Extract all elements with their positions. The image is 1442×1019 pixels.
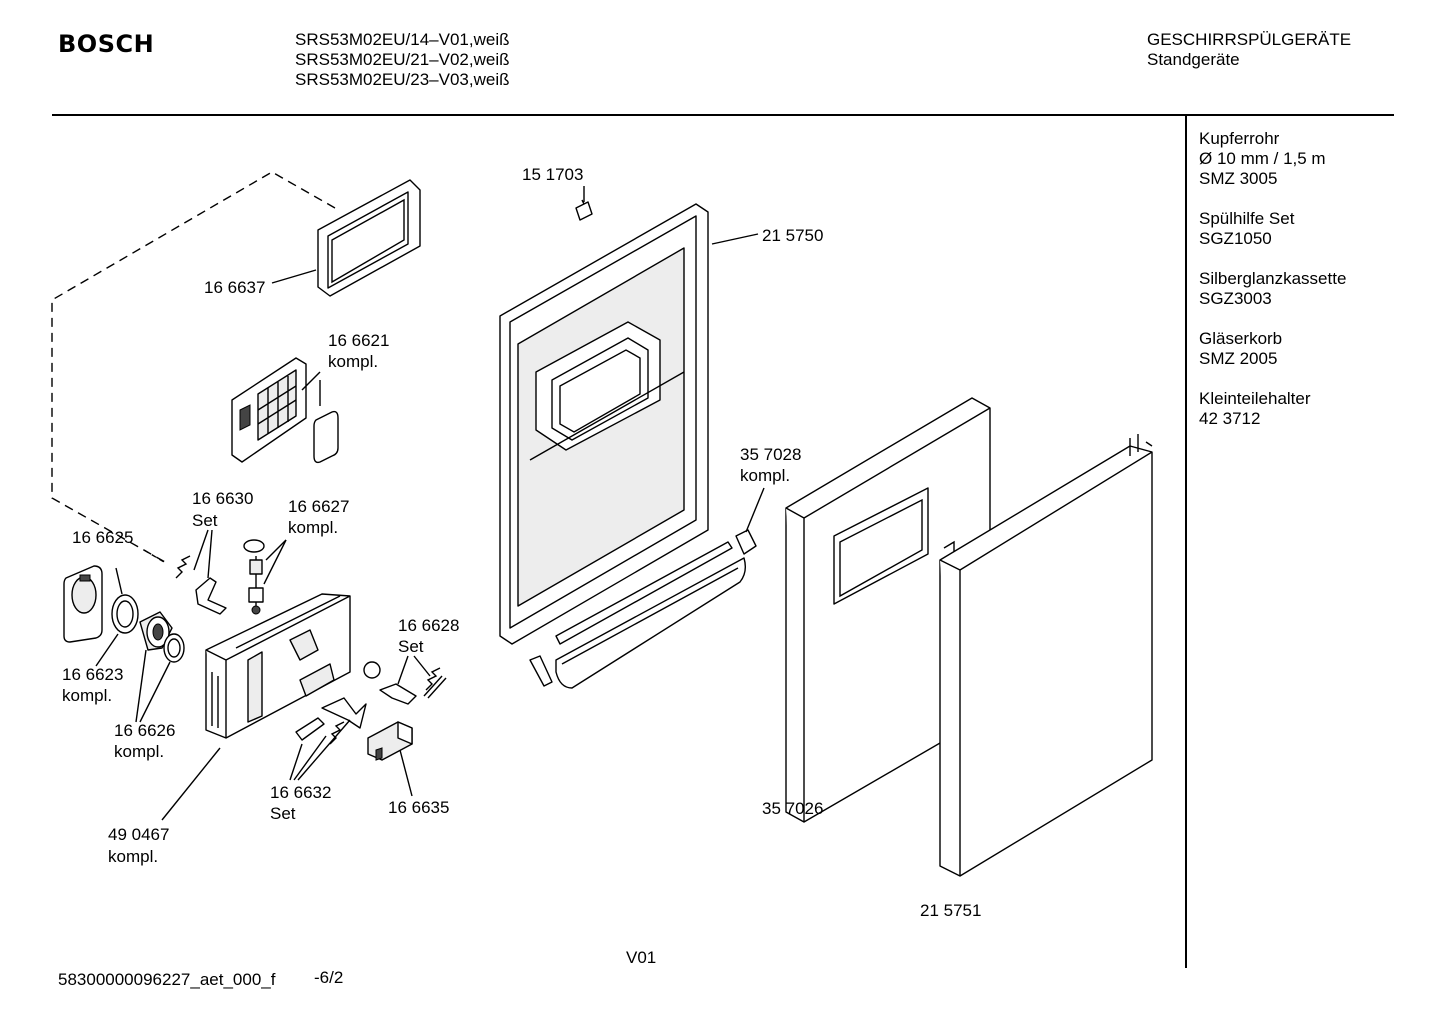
label-166623-note: kompl.: [62, 686, 112, 705]
part-357026-front-panel: [785, 397, 991, 823]
label-166621: 16 6621: [328, 331, 389, 350]
label-166630-note: Set: [192, 511, 218, 530]
model-list: SRS53M02EU/14–V01,weiß SRS53M02EU/21–V02…: [295, 30, 510, 90]
accessory-list: Kupferrohr Ø 10 mm / 1,5 m SMZ 3005 Spül…: [1199, 129, 1346, 449]
label-166630: 16 6630: [192, 489, 253, 508]
label-490467: 49 0467: [108, 825, 169, 844]
leader-lines: [95, 186, 765, 821]
category-subtitle: Standgeräte: [1147, 50, 1240, 69]
label-151703: 15 1703: [522, 165, 583, 184]
accessory-code: SMZ 3005: [1199, 169, 1278, 188]
category: GESCHIRRSPÜLGERÄTE Standgeräte: [1147, 30, 1351, 70]
part-166637-gasket: [317, 179, 421, 297]
part-166621-lid: [231, 357, 307, 463]
version-label: V01: [626, 948, 657, 967]
part-166630-set: [175, 555, 227, 615]
accessory-item: Spülhilfe Set SGZ1050: [1199, 209, 1346, 249]
accessory-name: Gläserkorb: [1199, 329, 1283, 348]
label-215750: 21 5750: [762, 226, 823, 245]
sidebar-divider: [1185, 116, 1187, 968]
assembly-dashed-line: [51, 171, 336, 563]
part-166621-seal: [313, 410, 339, 464]
label-166632: 16 6632: [270, 783, 331, 802]
model-line: SRS53M02EU/21–V02,weiß: [295, 50, 510, 69]
part-166635-switch: [367, 721, 413, 761]
sheet-number: -6/2: [314, 968, 344, 987]
accessory-item: Silberglanzkassette SGZ3003: [1199, 269, 1346, 309]
accessory-name: Kleinteilehalter: [1199, 389, 1311, 408]
part-215751-decor-panel: [939, 434, 1153, 877]
model-line: SRS53M02EU/14–V01,weiß: [295, 30, 510, 49]
part-151703-screw: [575, 199, 593, 221]
part-357028-trim: [529, 529, 757, 689]
label-166626: 16 6626: [114, 721, 175, 740]
accessory-name: Silberglanzkassette: [1199, 269, 1347, 288]
accessory-item: Kupferrohr Ø 10 mm / 1,5 m SMZ 3005: [1199, 129, 1346, 189]
part-490467-dispenser: [205, 593, 351, 739]
part-166625-cap: [63, 565, 103, 643]
label-166637: 16 6637: [204, 278, 265, 297]
part-166632-set: [295, 697, 367, 745]
part-166623-ring: [111, 594, 139, 634]
part-166627-valve: [243, 539, 265, 615]
part-labels: 16 6637 16 6621 kompl. 16 6630 Set 16 66…: [62, 165, 981, 920]
label-166627: 16 6627: [288, 497, 349, 516]
accessory-code: SGZ1050: [1199, 229, 1272, 248]
part-166628-set: [363, 661, 447, 705]
label-357028-note: kompl.: [740, 466, 790, 485]
accessory-item: Gläserkorb SMZ 2005: [1199, 329, 1346, 369]
accessory-name: Spülhilfe Set: [1199, 209, 1295, 228]
label-166626-note: kompl.: [114, 742, 164, 761]
label-166628: 16 6628: [398, 616, 459, 635]
accessory-code: SMZ 2005: [1199, 349, 1278, 368]
label-490467-note: kompl.: [108, 847, 158, 866]
part-166626-bushing: [139, 611, 185, 663]
label-215751: 21 5751: [920, 901, 981, 920]
label-166627-note: kompl.: [288, 518, 338, 537]
accessory-code: 42 3712: [1199, 409, 1261, 428]
accessory-code: SGZ3003: [1199, 289, 1272, 308]
label-166635: 16 6635: [388, 798, 449, 817]
accessory-name: Kupferrohr: [1199, 129, 1280, 148]
category-title: GESCHIRRSPÜLGERÄTE: [1147, 30, 1352, 49]
label-166623: 16 6623: [62, 665, 123, 684]
model-line: SRS53M02EU/23–V03,weiß: [295, 70, 510, 89]
label-166621-note: kompl.: [328, 352, 378, 371]
label-357026: 35 7026: [762, 799, 823, 818]
brand-logo: BOSCH: [58, 30, 155, 58]
header-divider: [52, 114, 1394, 116]
accessory-item: Kleinteilehalter 42 3712: [1199, 389, 1346, 429]
part-215750-inner-door: [499, 203, 709, 645]
label-166632-note: Set: [270, 804, 296, 823]
label-166625: 16 6625: [72, 528, 133, 547]
label-166628-note: Set: [398, 637, 424, 656]
label-357028: 35 7028: [740, 445, 801, 464]
document-id: 58300000096227_aet_000_f: [58, 970, 276, 989]
accessory-spec: Ø 10 mm / 1,5 m: [1199, 149, 1326, 168]
